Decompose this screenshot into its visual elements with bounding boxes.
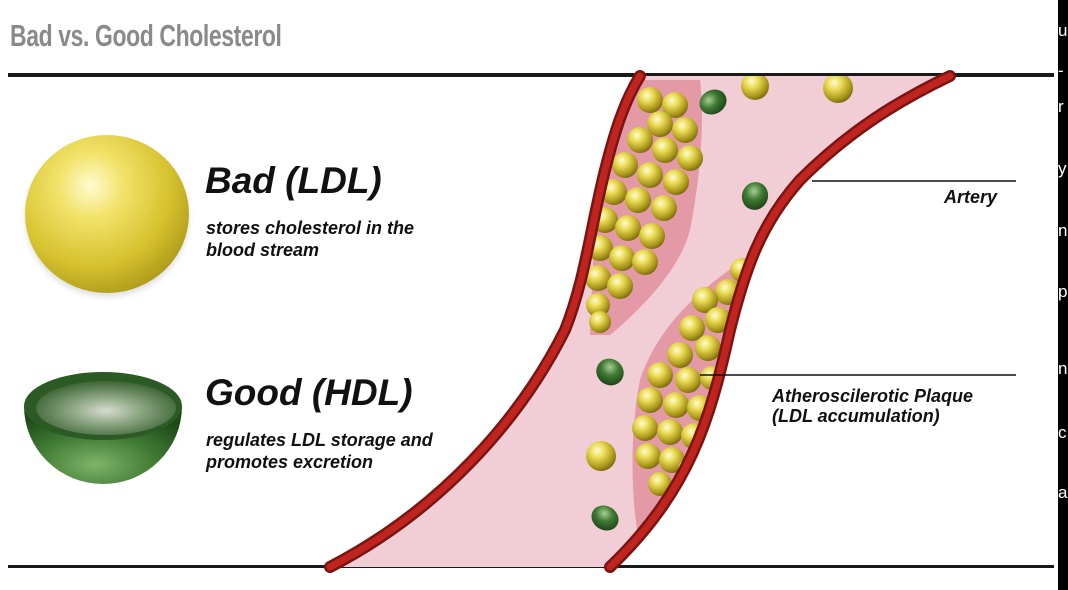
ldl-particle (647, 111, 673, 137)
hdl-particle (591, 505, 619, 531)
ldl-particle (601, 179, 627, 205)
top-divider (8, 73, 1054, 77)
strip-glyph: u (1058, 22, 1068, 40)
ldl-particle (692, 287, 718, 313)
ldl-particle (705, 307, 731, 333)
hdl-particle (699, 89, 727, 115)
hdl-description: regulates LDL storage and promotes excre… (206, 429, 433, 473)
ldl-particle (637, 87, 663, 113)
ldl-particle (647, 362, 673, 388)
ldl-description: stores cholesterol in the blood stream (206, 217, 414, 261)
ldl-particle (639, 223, 665, 249)
ldl-heading: Bad (LDL) (205, 160, 382, 201)
ldl-particle (635, 443, 661, 469)
ldl-particle (663, 169, 689, 195)
ldl-particle (651, 195, 677, 221)
ldl-particle (663, 392, 689, 418)
ldl-particle (637, 387, 663, 413)
plaque-label: Atheroscilerotic Plaque (LDL accumulatio… (772, 386, 973, 426)
strip-glyph: r (1058, 98, 1064, 116)
ldl-particle (637, 162, 663, 188)
ldl-particle (609, 245, 635, 271)
ldl-particle (607, 273, 633, 299)
page-title: Bad vs. Good Cholesterol (10, 18, 282, 53)
ldl-particle (675, 367, 701, 393)
ldl-sphere-icon (25, 135, 189, 293)
strip-glyph: y (1058, 160, 1067, 178)
ldl-particle (667, 342, 693, 368)
ldl-particle (695, 335, 721, 361)
cropped-edge-strip (1058, 0, 1068, 590)
ldl-particle (823, 76, 853, 103)
ldl-particle (589, 311, 611, 333)
hdl-description-line: promotes excretion (206, 452, 374, 472)
ldl-description-line: stores cholesterol in the (206, 218, 415, 238)
strip-glyph: c (1058, 424, 1067, 442)
hdl-heading: Good (HDL) (205, 372, 413, 413)
hdl-description-line: regulates LDL storage and (206, 430, 433, 450)
strip-glyph: n (1058, 360, 1068, 378)
hdl-cup-icon (24, 372, 182, 484)
ldl-particle (585, 265, 611, 291)
ldl-particle (657, 419, 683, 445)
strip-glyph: n (1058, 222, 1068, 240)
ldl-particle (586, 441, 616, 471)
strip-glyph: p (1058, 283, 1068, 301)
blood-channel (330, 76, 950, 567)
ldl-particle (586, 293, 610, 317)
ldl-particle (632, 249, 658, 275)
ldl-description-line: blood stream (206, 240, 320, 260)
ldl-particle (672, 117, 698, 143)
strip-glyph: a (1058, 484, 1068, 502)
hdl-particle (741, 182, 769, 210)
plaque-label-line: Atheroscilerotic Plaque (772, 386, 974, 406)
ldl-particle (625, 187, 651, 213)
ldl-particle (741, 76, 769, 100)
ldl-particle (632, 415, 658, 441)
plaque-label-line: (LDL accumulation) (772, 406, 940, 426)
artery-label: Artery (944, 187, 998, 207)
ldl-particle (662, 92, 688, 118)
ldl-particle (679, 315, 705, 341)
ldl-particle (652, 137, 678, 163)
ldl-particle (659, 447, 685, 473)
hdl-particle (596, 358, 624, 386)
ldl-particle (627, 127, 653, 153)
ldl-particle (612, 152, 638, 178)
strip-glyph: - (1058, 62, 1064, 80)
ldl-particle (677, 145, 703, 171)
ldl-particle (615, 215, 641, 241)
